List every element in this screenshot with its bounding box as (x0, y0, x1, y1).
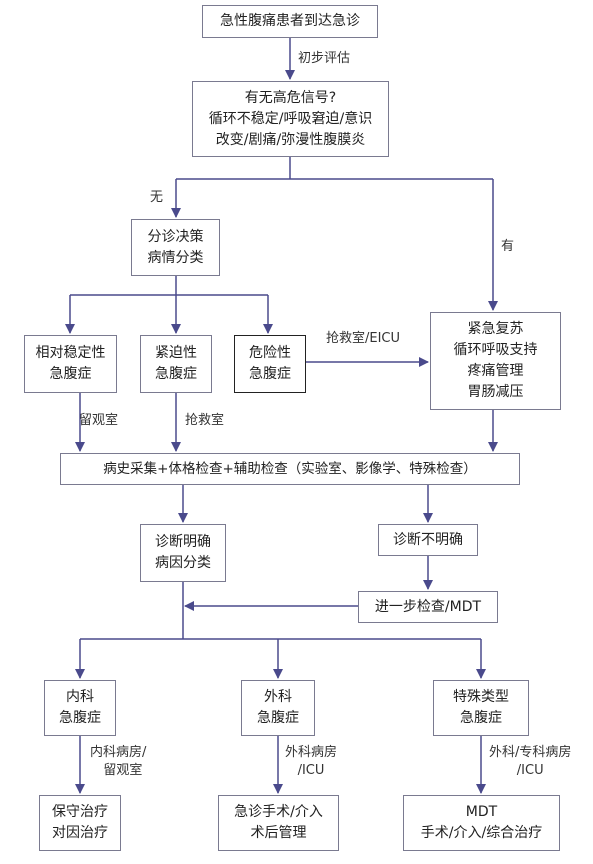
label-special-ward: 外科/专科病房 /ICU (489, 744, 571, 780)
node-workup-line-1: 病史采集+体格检查+辅助检查（实验室、影像学、特殊检查） (103, 460, 477, 477)
node-workup: 病史采集+体格检查+辅助检查（实验室、影像学、特殊检查） (60, 453, 520, 485)
label-internal-ward: 内科病房/ 留观室 (90, 744, 146, 780)
label-resus-room-line-1: 抢救室 (185, 413, 225, 428)
node-dangerous-line-1: 危险性 (249, 345, 291, 361)
node-special-line-2: 急腹症 (460, 710, 502, 726)
label-no-line-1: 无 (150, 190, 164, 205)
node-triage-line-2: 病情分类 (147, 249, 204, 266)
node-conservative-line-2: 对因治疗 (52, 825, 108, 841)
node-special-line-1: 特殊类型 (453, 689, 509, 705)
label-internal-ward-line-2: 留观室 (103, 763, 143, 778)
node-relatively-stable: 相对稳定性 急腹症 (24, 335, 117, 393)
label-yes: 有 (501, 238, 514, 256)
node-urgent: 紧迫性 急腹症 (140, 335, 212, 393)
node-conservative-line-1: 保守治疗 (52, 804, 108, 820)
node-surgery-line-1: 急诊手术/介入 (234, 804, 323, 820)
label-yes-line-1: 有 (501, 239, 515, 254)
label-observation: 留观室 (79, 412, 118, 430)
node-mdt: MDT 手术/介入/综合治疗 (403, 795, 560, 851)
label-no: 无 (150, 189, 163, 207)
node-start-line-1: 急性腹痛患者到达急诊 (220, 13, 360, 29)
node-emergency-resus-line-1: 紧急复苏 (467, 321, 524, 337)
node-emergency-resus: 紧急复苏 循环呼吸支持 疼痛管理 胃肠减压 (430, 312, 561, 410)
node-emergency-resus-line-3: 疼痛管理 (467, 363, 524, 379)
node-internal: 内科 急腹症 (44, 680, 116, 736)
node-internal-line-2: 急腹症 (59, 710, 101, 726)
node-relatively-stable-line-2: 急腹症 (49, 366, 92, 382)
label-surgical-ward-line-1: 外科病房 (285, 745, 338, 760)
node-danger-check-line-3: 改变/剧痛/弥漫性腹膜炎 (215, 131, 366, 148)
node-dangerous-line-2: 急腹症 (249, 366, 291, 382)
node-surgical-line-1: 外科 (264, 689, 292, 705)
node-emergency-resus-line-4: 胃肠减压 (467, 384, 524, 400)
node-surgery: 急诊手术/介入 术后管理 (218, 795, 339, 851)
node-danger-check: 有无高危信号? 循环不稳定/呼吸窘迫/意识 改变/剧痛/弥漫性腹膜炎 (192, 81, 389, 157)
node-diagnosis-unclear-line-1: 诊断不明确 (393, 531, 463, 548)
label-special-ward-line-2: /ICU (516, 763, 544, 778)
node-diagnosis-clear-line-1: 诊断明确 (155, 534, 211, 550)
node-urgent-line-2: 急腹症 (155, 366, 197, 382)
node-special: 特殊类型 急腹症 (433, 680, 529, 736)
node-further-exam: 进一步检查/MDT (358, 591, 498, 623)
label-internal-ward-line-1: 内科病房/ (90, 745, 147, 760)
label-initial-assess-line-1: 初步评估 (298, 51, 351, 66)
node-dangerous: 危险性 急腹症 (234, 335, 306, 393)
label-observation-line-1: 留观室 (79, 413, 119, 428)
node-triage-line-1: 分诊决策 (147, 228, 204, 245)
node-emergency-resus-line-2: 循环呼吸支持 (453, 342, 538, 358)
node-surgical: 外科 急腹症 (241, 680, 315, 736)
node-conservative: 保守治疗 对因治疗 (39, 795, 121, 851)
node-start: 急性腹痛患者到达急诊 (202, 5, 378, 38)
node-mdt-line-1: MDT (465, 804, 498, 820)
node-danger-check-line-1: 有无高危信号? (244, 89, 337, 106)
node-diagnosis-unclear: 诊断不明确 (378, 524, 478, 556)
node-triage: 分诊决策 病情分类 (131, 219, 220, 276)
label-initial-assess: 初步评估 (298, 50, 350, 68)
node-mdt-line-2: 手术/介入/综合治疗 (420, 825, 543, 841)
label-special-ward-line-1: 外科/专科病房 (489, 745, 572, 760)
node-internal-line-1: 内科 (66, 689, 94, 705)
node-danger-check-line-2: 循环不稳定/呼吸窘迫/意识 (208, 110, 373, 127)
node-diagnosis-clear: 诊断明确 病因分类 (140, 524, 226, 582)
label-resus-room: 抢救室 (185, 412, 224, 430)
node-diagnosis-clear-line-2: 病因分类 (155, 555, 211, 571)
node-further-exam-line-1: 进一步检查/MDT (374, 598, 482, 615)
node-urgent-line-1: 紧迫性 (155, 345, 197, 361)
label-resus-room-eicu: 抢救室/EICU (326, 330, 400, 348)
label-surgical-ward-line-2: /ICU (297, 763, 325, 778)
label-surgical-ward: 外科病房 /ICU (285, 744, 337, 780)
node-relatively-stable-line-1: 相对稳定性 (35, 345, 106, 361)
node-surgical-line-2: 急腹症 (257, 710, 299, 726)
label-resus-room-eicu-line-1: 抢救室/EICU (326, 331, 401, 346)
node-surgery-line-2: 术后管理 (250, 825, 307, 841)
